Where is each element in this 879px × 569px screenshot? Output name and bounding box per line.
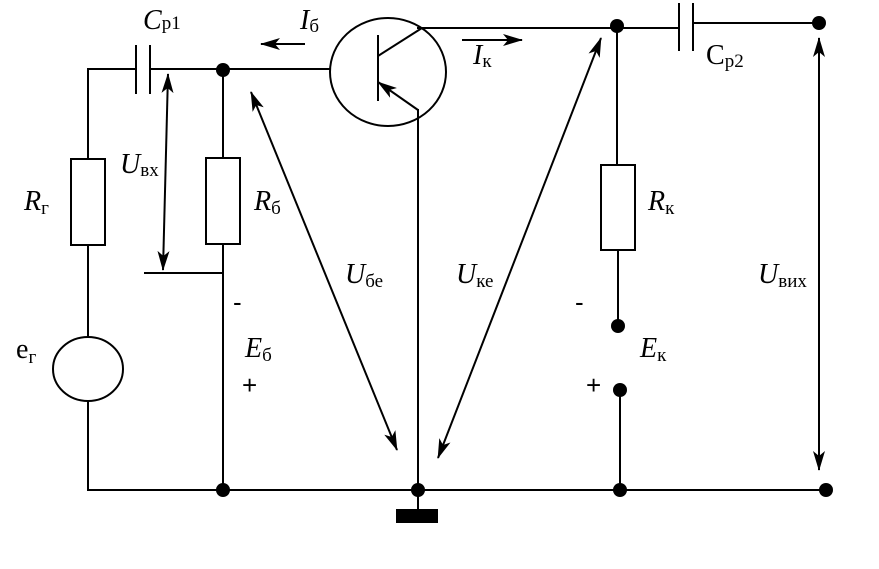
node-ground-left: [216, 483, 230, 497]
label-rg: Rг: [23, 186, 49, 219]
resistor-rg: [70, 158, 106, 246]
arrow-uvx: [157, 73, 174, 271]
label-uvih: Uвих: [758, 259, 807, 292]
label-rk: Rк: [647, 186, 675, 219]
capacitor-cp2: [678, 3, 694, 51]
node-ek-plus: [613, 383, 627, 397]
nodes: [216, 16, 833, 497]
polarity-signs: - + - +: [233, 287, 601, 400]
arrows: [157, 34, 825, 471]
sign-eb-plus: +: [242, 370, 257, 400]
node-ground-right: [613, 483, 627, 497]
resistor-rk: [600, 164, 636, 251]
resistor-rb: [205, 157, 241, 245]
label-uke: Uке: [456, 259, 493, 292]
sign-ek-plus: +: [586, 370, 601, 400]
label-cp1: Cр1: [143, 5, 181, 36]
node-ek-minus: [611, 319, 625, 333]
label-cp2: Cр2: [706, 40, 744, 72]
sign-ek-minus: -: [575, 287, 584, 317]
label-uvx: Uвх: [120, 149, 159, 181]
label-eg: eг: [16, 334, 36, 368]
arrow-uke: [437, 37, 602, 459]
node-output-top: [812, 16, 826, 30]
label-ek: Eк: [639, 333, 667, 366]
label-rb: Rб: [253, 186, 281, 219]
node-output-bottom: [819, 483, 833, 497]
node-ground-emitter: [411, 483, 425, 497]
label-ube: Uбе: [345, 259, 383, 292]
label-ik: Iк: [472, 40, 492, 72]
wires: [87, 22, 827, 509]
generator-eg: [52, 336, 124, 402]
label-eb: Eб: [244, 333, 272, 366]
sign-eb-minus: -: [233, 287, 242, 317]
node-base: [216, 63, 230, 77]
node-collector: [610, 19, 624, 33]
ground-symbol: [396, 509, 438, 523]
labels: Cр1 Iб Iк Cр2 Uвх Rг Rб Rк Uбе Uке Uвих …: [16, 5, 807, 368]
arrow-ube: [250, 91, 398, 451]
transistor: [329, 17, 447, 127]
capacitor-cp1: [135, 45, 151, 94]
label-ib: Iб: [299, 5, 319, 37]
